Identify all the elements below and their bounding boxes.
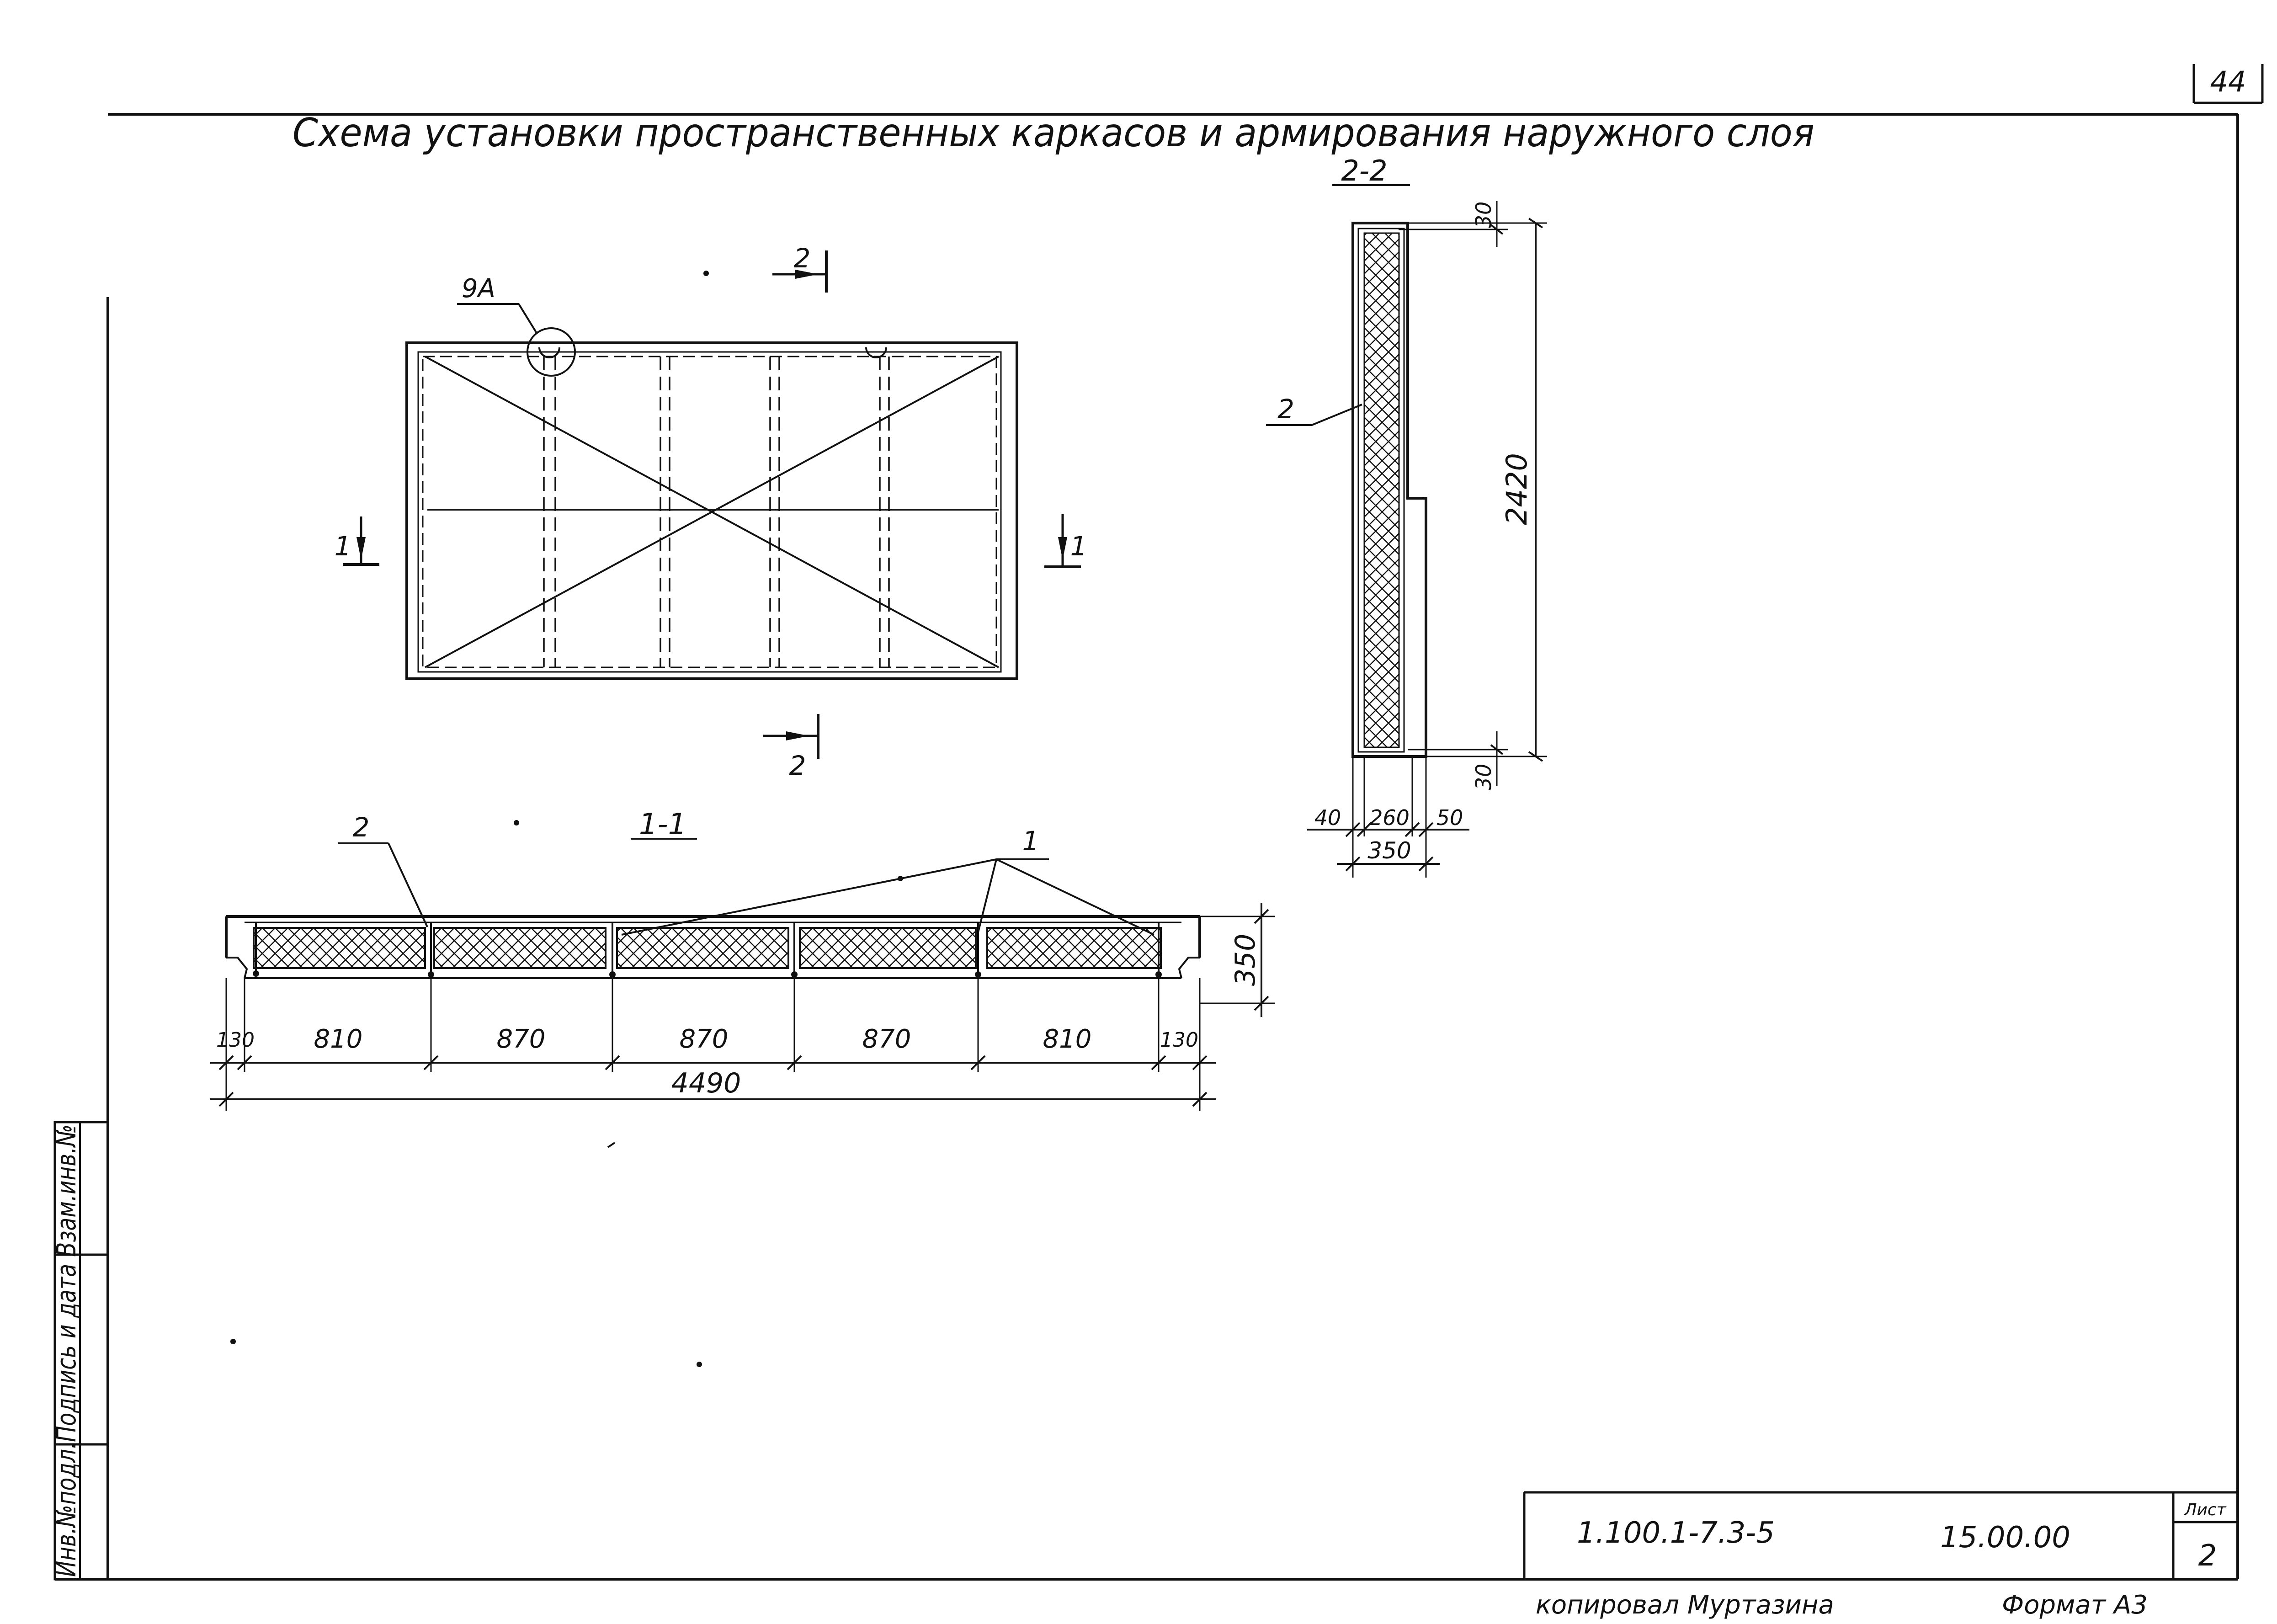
cut-2-top-label: 2 [794,243,811,274]
title-block-designation: 1.100.1-7.3-5 [1577,1516,1775,1550]
section-2-2-top-dim: 30 [1471,202,1496,229]
stray-marks [230,271,709,1367]
cut-2-bottom-label: 2 [789,750,806,781]
section-1-1-dim-3: 870 [497,1024,546,1054]
section-2-2-width-dim: 350 [1367,837,1411,864]
cut-1-left-marker: 1 [335,516,379,566]
copied-by-note: копировал Муртазина [1536,1590,1834,1620]
title-block-sheet-number: 2 [2198,1539,2217,1573]
section-2-2-bottom-dim-middle: 260 [1369,805,1410,830]
sheet-frame [55,113,2239,1581]
cut-2-bottom-marker: 2 [763,714,819,781]
page-number-box: 44 [2192,64,2264,104]
section-2-2-height-dim: 2420 [1500,453,1533,525]
section-1-1-dim-7: 130 [1160,1028,1198,1052]
cut-1-left-label: 1 [335,531,351,562]
section-1-1-leader-1-label: 1 [1022,825,1039,857]
page-number: 44 [2210,65,2246,98]
title-block: 1.100.1-7.3-5 15.00.00 Лист 2 [1523,1491,2238,1579]
cut-1-right-label: 1 [1070,531,1087,562]
side-stamp-text: Инв.№подл.Подпись и дата Взам.инв.№ [51,1124,82,1577]
section-1-1-dim-6: 810 [1043,1024,1092,1054]
section-2-2: 2-2 2 30 2420 30 40 260 [1266,154,1547,878]
section-1-1-height-dim: 350 [1229,934,1261,986]
section-1-1-leader-2-label: 2 [353,812,370,843]
section-2-2-title: 2-2 [1341,154,1387,187]
drawing-title: Схема установки пространственных каркасо… [293,110,1814,156]
section-1-1-dim-2: 810 [314,1024,363,1054]
section-1-1-overall-dim: 4490 [671,1067,741,1099]
cut-1-right-marker: 1 [1044,514,1087,568]
plan-view: 9А 2 2 1 1 [335,243,1087,781]
section-1-1: 1-1 [210,808,1275,1111]
side-stamp: Инв.№подл.Подпись и дата Взам.инв.№ [51,1121,109,1581]
section-1-1-title: 1-1 [639,808,687,841]
title-block-code: 15.00.00 [1940,1521,2070,1555]
section-1-1-dim-5: 870 [862,1024,911,1054]
section-2-2-bottom-dim-right: 50 [1436,805,1463,830]
section-2-2-leader-label: 2 [1277,394,1294,425]
section-2-2-bottom-dim: 30 [1471,764,1496,791]
section-1-1-dim-4: 870 [680,1024,729,1054]
format-note: Формат А3 [2002,1590,2148,1620]
section-1-1-dim-1: 130 [216,1028,255,1052]
title-block-sheet-label: Лист [2183,1501,2226,1519]
cut-2-top-marker: 2 [772,243,828,293]
callout-9a-label: 9А [462,274,495,304]
section-2-2-bottom-dim-left: 40 [1314,805,1341,830]
